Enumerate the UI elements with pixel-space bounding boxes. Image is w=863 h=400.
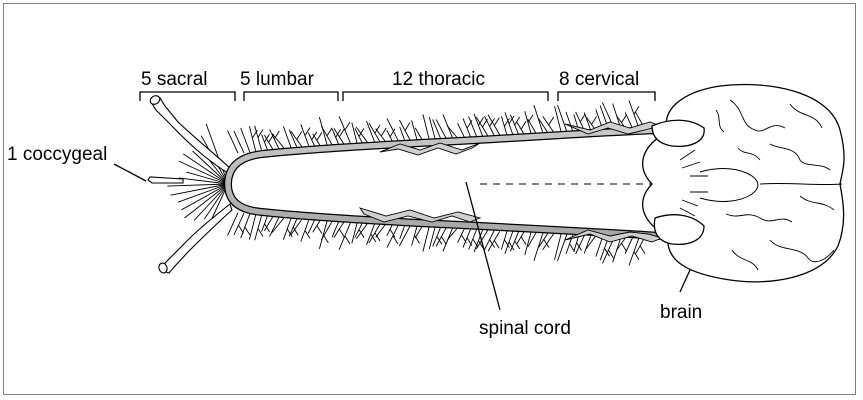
lumbar-bracket [244,92,338,101]
spinal-nerve-branch [265,134,270,142]
spinal-nerve-branch [580,114,585,122]
spinal-nerve [319,117,328,148]
region-brackets [140,92,655,101]
spinal-nerve-branch [393,236,398,244]
spinal-nerve-branch [515,241,520,249]
spinal-nerve-branch [622,243,627,251]
spinal-nerve [228,213,239,236]
spinal-nerve-branch [297,132,302,140]
label-cervical: 8 cervical [559,69,639,90]
spinal-nerve [301,217,310,242]
spinal-nerve-branch [381,128,386,136]
spinal-nerve [423,114,430,142]
brain [643,85,844,282]
spinal-nerve-branch [494,118,499,126]
spinal-nerve-branch [345,122,350,130]
spinal-nerve-branch [345,236,350,244]
cauda-nerve [182,184,229,210]
spinal-nerve [558,105,569,135]
label-thoracic: 12 thoracic [392,69,485,90]
spinal-nerve-branch [327,128,332,136]
spinal-nerve-branch [521,237,526,245]
spinal-nerve-branch [521,121,526,129]
spinal-nerve [339,219,352,250]
spinal-nerve-branch [473,239,478,247]
spinal-nerve [629,235,640,266]
spinal-nerve [262,214,268,231]
spinal-nerve [264,215,274,231]
label-lumbar: 5 lumbar [240,69,315,90]
spinal-nerve [319,218,328,249]
spinal-nerve-branch [609,250,614,258]
coccygeal-leader [114,164,146,181]
spinal-nerve [505,228,514,254]
spinal-nerve-branch [640,246,645,254]
spinal-nerve [255,214,262,240]
spinal-nerve-branch [317,226,322,234]
spinal-nerve [339,116,352,147]
spinal-nerve [234,131,244,153]
spinal-cord-leader [466,182,500,310]
spinal-nerve-branch [515,117,520,125]
spinal-nerve-branch [405,123,410,131]
thoracic-bracket [343,92,548,101]
spinal-nerve-branch [622,115,627,123]
spinal-nerve-branch [245,227,250,235]
spinal-nerve [249,214,256,240]
spinal-nerve-branch [317,132,322,140]
spinal-nerve-branch [415,235,420,243]
spinal-nerve [423,223,430,251]
spinal-nerve-branch [441,237,446,245]
spinal-nerve-branch [592,117,597,125]
spinal-nerve-branch [265,224,270,232]
label-brain: brain [660,302,702,323]
spinal-nerve-branch [494,240,499,248]
spinal-nerve [301,124,310,149]
spinal-nerve [249,126,256,152]
spinal-nerve [555,106,562,135]
label-coccygeal: 1 coccygeal [7,144,107,165]
spinal-nerve [555,231,562,260]
spinal-nerve [270,215,280,237]
spinal-nerve [255,126,262,152]
spinal-nerve-branch [339,229,344,237]
label-sacral: 5 sacral [141,69,208,90]
cervical-bracket [558,92,655,101]
spinal-nerves [167,101,646,266]
spinal-nerve [262,134,268,151]
spinal-nerve [283,216,292,240]
spinal-nerve-branch [549,117,554,125]
brain-leader [680,270,690,292]
spinal-nerve [558,231,569,261]
label-spinal-cord: spinal cord [479,318,571,339]
spinal-nerve [264,135,274,151]
spinal-nerve [283,126,292,150]
spinal-nerve [228,130,239,153]
